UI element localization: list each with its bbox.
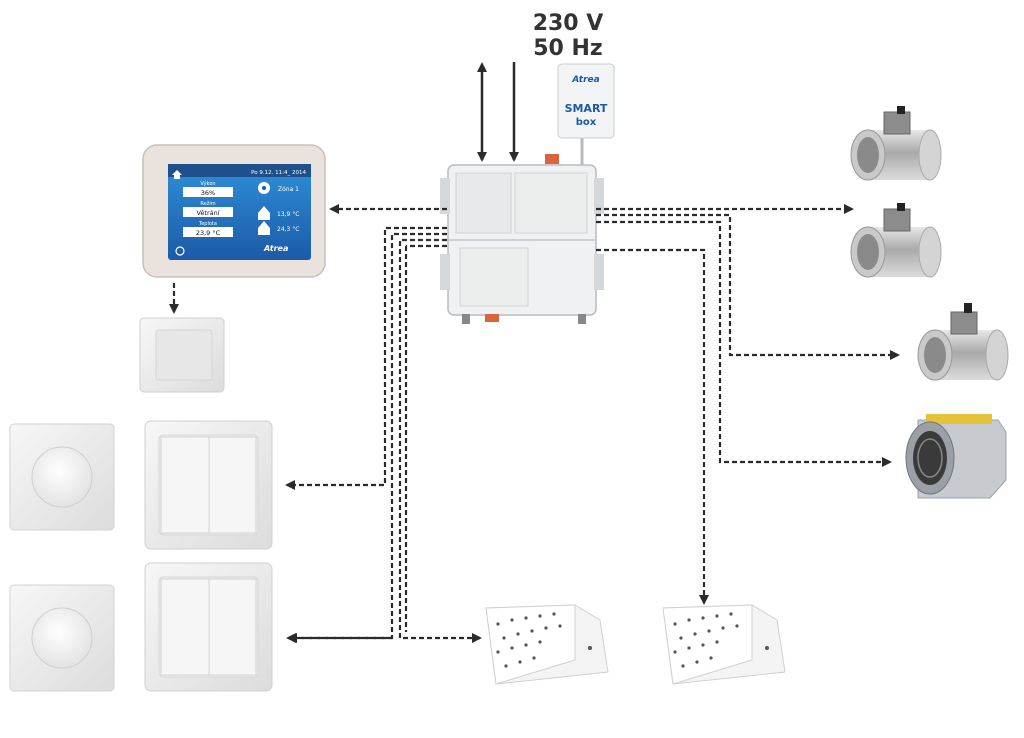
svg-text:23,9 °C: 23,9 °C: [196, 229, 221, 237]
duct-heater: [905, 414, 1007, 499]
smartbox-line2: box: [576, 117, 597, 128]
link-room-sensor-2: [596, 248, 709, 605]
smart-box: Atrea SMART box: [557, 63, 615, 168]
panel-status: Po 9.12. 11:4_ 2014: [251, 170, 306, 176]
house-indoor-icon: [258, 221, 270, 235]
panel-reading-1: 24,3 °C: [277, 226, 299, 233]
link-damper-3: [596, 213, 900, 360]
damper-2: [850, 203, 942, 278]
home-icon: [172, 170, 182, 179]
link-switch-1: [285, 226, 447, 490]
link-switch-2: [287, 232, 447, 643]
airflow-arrows: [477, 62, 519, 162]
damper-3: [917, 303, 1009, 381]
svg-text:Teplota: Teplota: [198, 221, 217, 227]
panel-reading-0: 13,9 °C: [277, 211, 299, 218]
connection-lines: [169, 204, 900, 643]
panel-home-button-icon: [175, 246, 185, 256]
panel-brand: Atrea: [263, 244, 288, 253]
house-temp-icon: [258, 206, 270, 220]
room-sensor-2: [662, 604, 786, 685]
room-sensor-1: [485, 604, 609, 685]
ventilation-unit: [440, 154, 604, 324]
double-switch-2: [144, 562, 273, 692]
power-label: 230 V 50 Hz: [533, 11, 604, 61]
wall-sensor: [139, 317, 225, 393]
fan-icon: [258, 182, 270, 194]
damper-1: [850, 106, 942, 181]
double-switch-1: [144, 420, 273, 550]
link-room-sensor-1: [398, 238, 482, 643]
rotary-controller-2: [9, 584, 115, 692]
svg-text:Výkon: Výkon: [200, 180, 215, 187]
smartbox-line1: SMART: [565, 102, 608, 115]
power-frequency: 50 Hz: [533, 36, 603, 61]
panel-field-1: Režim Větrání: [183, 200, 233, 217]
svg-text:Větrání: Větrání: [196, 209, 219, 217]
panel-field-2: Teplota 23,9 °C: [183, 221, 233, 237]
panel-field-0: Výkon 36%: [183, 180, 233, 197]
rotary-controller-1: [9, 423, 115, 531]
smartbox-brand: Atrea: [571, 75, 599, 85]
svg-text:Režim: Režim: [200, 200, 215, 207]
power-voltage: 230 V: [533, 11, 604, 36]
switch-2-arrowhead: [286, 633, 296, 643]
control-panel: Po 9.12. 11:4_ 2014 Výkon 36% Režim Větr…: [142, 144, 326, 278]
svg-text:36%: 36%: [201, 189, 215, 197]
link-heater: [596, 220, 892, 467]
panel-zone: Zóna 1: [278, 186, 299, 193]
